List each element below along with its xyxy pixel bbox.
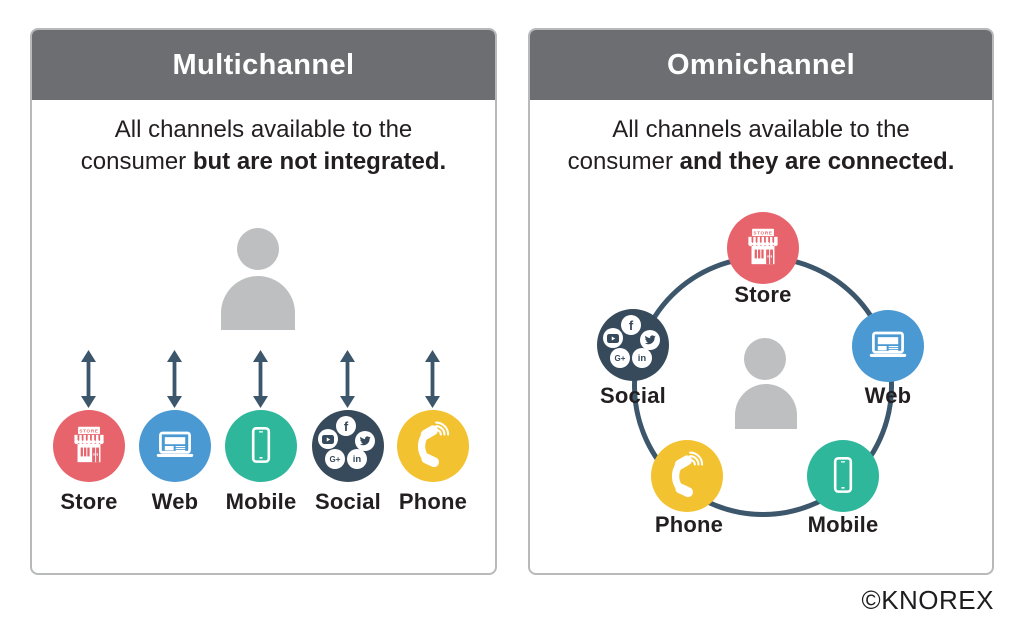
description-line2: consumer <box>567 148 673 175</box>
social-channel-label: Social <box>599 383 666 408</box>
store-channel-label: Store <box>60 489 118 514</box>
phone-channel-label: Phone <box>654 512 724 537</box>
description-line2-bold: but are not integrated. <box>192 148 447 175</box>
social-channel-icon: f G+ in <box>597 309 669 381</box>
web-arrow <box>166 350 183 408</box>
description-line1: All channels available to the <box>612 116 910 143</box>
twitter-icon <box>355 431 375 451</box>
multichannel-panel: Multichannel All channels available to t… <box>30 28 497 575</box>
linkedin-icon: in <box>347 449 367 469</box>
smartphone-icon <box>251 426 271 463</box>
youtube-icon <box>318 429 338 449</box>
store-sign-text: STORE <box>753 230 772 235</box>
phone-channel-label: Phone <box>398 489 468 514</box>
person-torso <box>221 276 295 330</box>
laptop-icon <box>156 431 194 457</box>
multichannel-header: Multichannel <box>32 30 495 100</box>
knorex-watermark: ©KNOREX <box>861 585 994 615</box>
omnichannel-header: Omnichannel <box>530 30 992 100</box>
person-head <box>744 338 786 380</box>
social-channel-label: Social <box>314 489 381 514</box>
description-line2: consumer <box>80 148 187 175</box>
facebook-icon: f <box>621 315 641 335</box>
store-sign-text: STORE <box>79 428 98 433</box>
laptop-icon <box>869 331 907 357</box>
phone-arrow <box>424 350 441 408</box>
person-head <box>237 228 279 270</box>
omnichannel-description: All channels available to the consumer a… <box>530 114 992 178</box>
phone-handset-icon <box>417 421 450 468</box>
two-way-arrow-icon <box>81 350 96 408</box>
googleplus-icon: G+ <box>325 449 345 469</box>
two-way-arrow-icon <box>253 350 268 408</box>
facebook-icon: f <box>336 416 356 436</box>
phone-channel-icon <box>651 440 723 512</box>
mobile-channel-icon <box>225 410 297 482</box>
mobile-channel-label: Mobile <box>807 512 879 537</box>
social-arrow <box>339 350 356 408</box>
smartphone-icon <box>833 456 853 493</box>
googleplus-icon: G+ <box>610 348 630 368</box>
social-channel-icon: f G+ in <box>312 410 384 482</box>
description-line1: All channels available to the <box>114 116 413 143</box>
store-channel-icon: STORE <box>727 212 799 284</box>
mobile-channel-icon <box>807 440 879 512</box>
store-arrow <box>80 350 97 408</box>
sound-waves-icon <box>689 451 704 466</box>
multichannel-title: Multichannel <box>172 48 355 81</box>
twitter-icon <box>640 330 660 350</box>
social-icons-cluster: f G+ in <box>312 410 384 482</box>
two-way-arrow-icon <box>425 350 440 408</box>
store-channel-label: Store <box>734 282 792 307</box>
sound-waves-icon <box>435 421 450 436</box>
mobile-arrow <box>252 350 269 408</box>
web-channel-label: Web <box>151 489 199 514</box>
two-way-arrow-icon <box>167 350 182 408</box>
store-channel-icon: STORE <box>53 410 125 482</box>
description-line2-bold: and they are connected. <box>679 148 955 175</box>
linkedin-icon: in <box>632 348 652 368</box>
phone-handset-icon <box>671 451 704 498</box>
social-icons-cluster: f G+ in <box>597 309 669 381</box>
web-channel-icon <box>139 410 211 482</box>
person-torso <box>735 384 797 429</box>
omnichannel-panel: Omnichannel All channels available to th… <box>528 28 994 575</box>
omnichannel-title: Omnichannel <box>666 48 856 81</box>
web-channel-icon <box>852 310 924 382</box>
mobile-channel-label: Mobile <box>225 489 297 514</box>
web-channel-label: Web <box>864 383 912 408</box>
multichannel-description: All channels available to the consumer b… <box>32 114 495 178</box>
storefront-icon: STORE <box>748 228 778 265</box>
phone-channel-icon <box>397 410 469 482</box>
youtube-icon <box>603 328 623 348</box>
storefront-icon: STORE <box>74 426 104 463</box>
two-way-arrow-icon <box>340 350 355 408</box>
